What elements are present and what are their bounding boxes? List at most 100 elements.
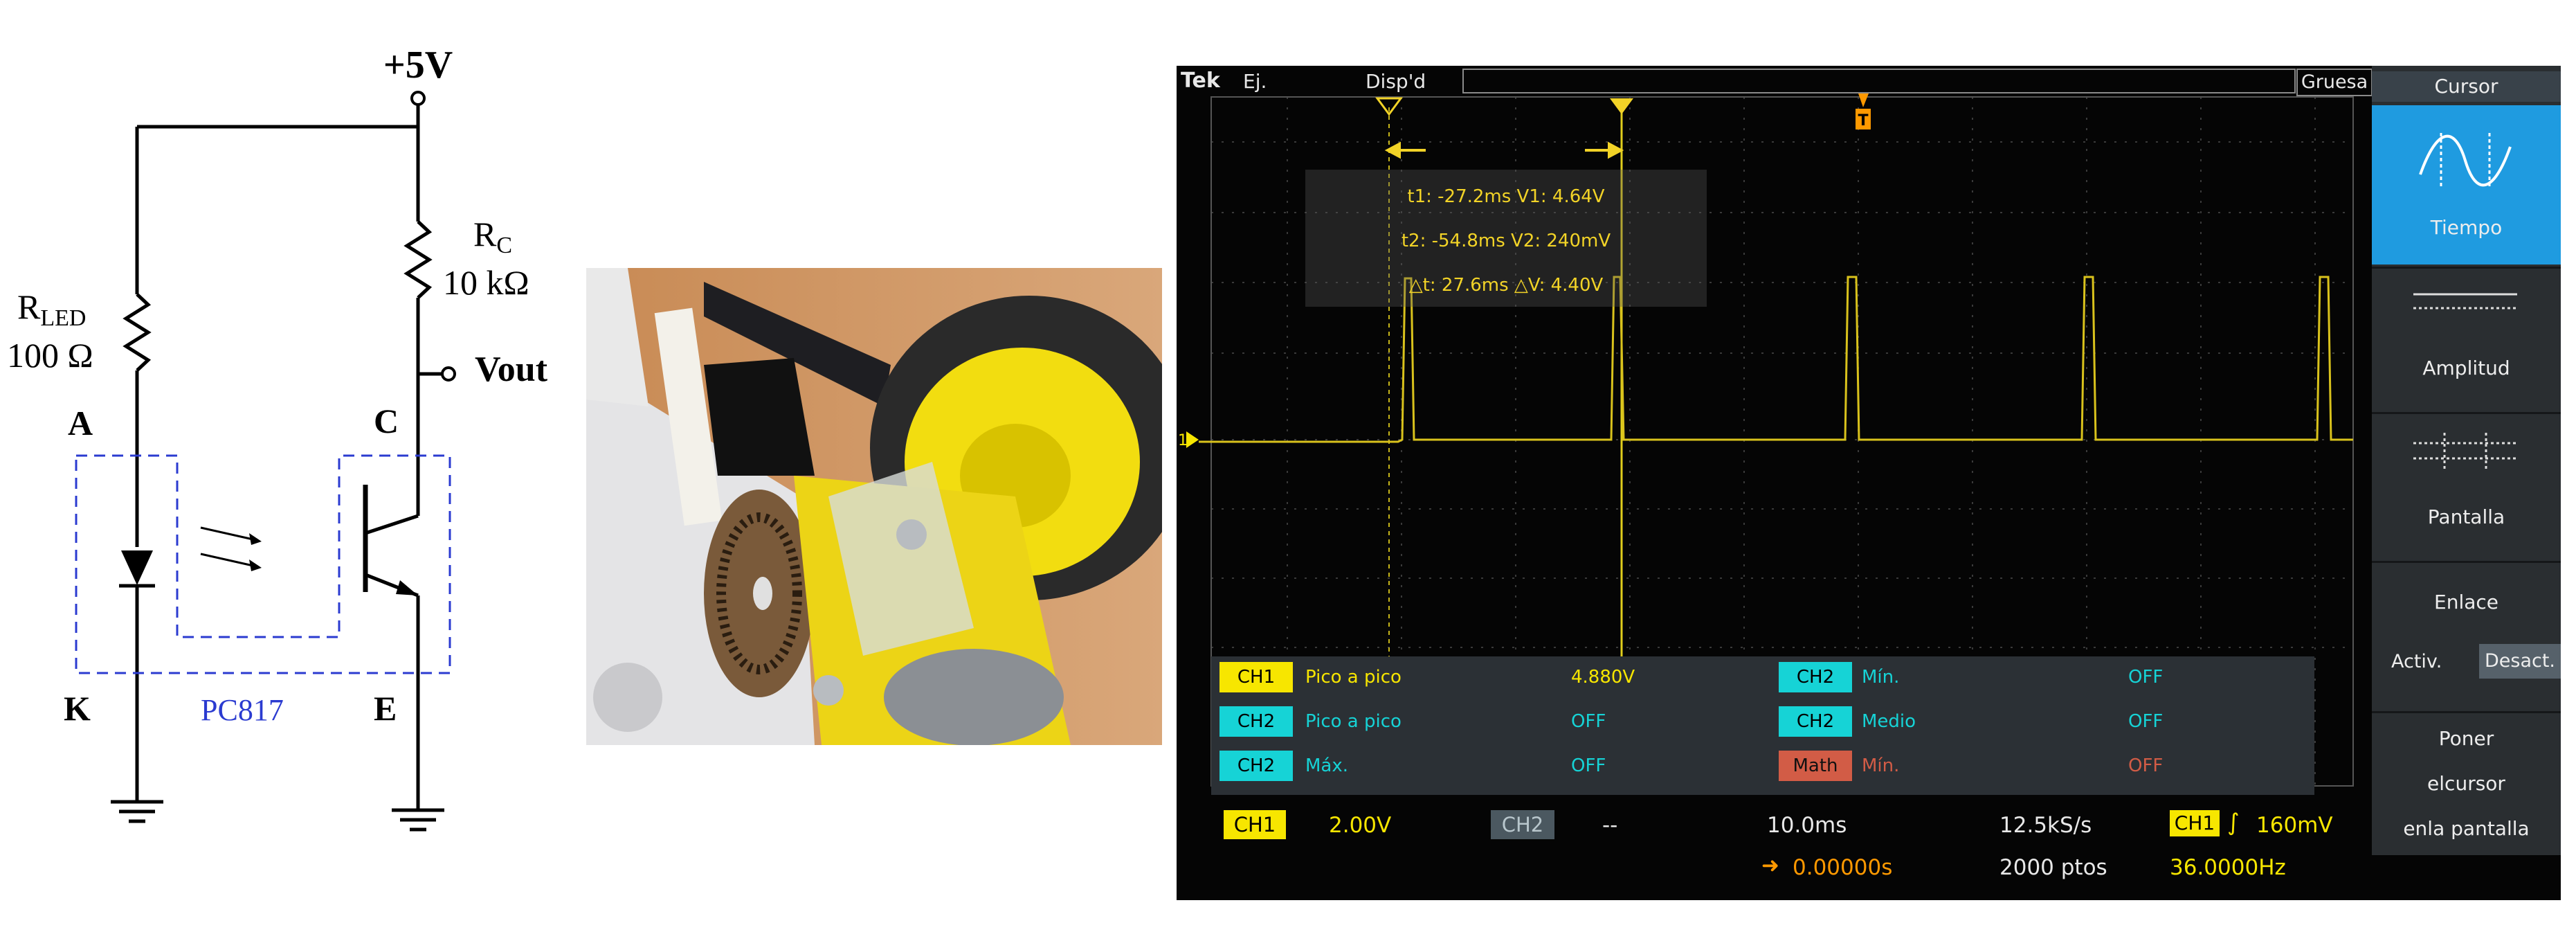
cursor-readout-panel: t1: -27.2ms V1: 4.64V t2: -54.8ms V2: 24… (1305, 170, 1707, 307)
meas-5-label: Medio (1862, 711, 1916, 732)
coarse-mode-button[interactable]: Gruesa (2296, 69, 2373, 96)
screw-top (896, 519, 927, 550)
light-arrow-2 (200, 553, 257, 568)
screw-bottom (813, 675, 844, 706)
vout-terminal (441, 366, 456, 382)
cursor-t2-marker[interactable] (1375, 97, 1403, 116)
meas-5-value: OFF (2128, 711, 2164, 732)
meas-6-badge[interactable]: Math (1779, 751, 1852, 781)
encoder-hub (753, 577, 772, 610)
cursor-t1-marker[interactable] (1610, 98, 1633, 114)
menu-separator (2372, 711, 2561, 713)
menu-poner-line2[interactable]: elcursor (2427, 772, 2505, 795)
rled-value: 100 Ω (7, 336, 93, 375)
collector-lead (365, 514, 419, 535)
trigger-position: 0.00000s (1793, 855, 1893, 880)
trigger-level: 160mV (2256, 813, 2333, 838)
menu-poner-line1[interactable]: Poner (2438, 727, 2494, 750)
chassis-hole (593, 663, 662, 732)
led-diode-symbol (121, 550, 153, 585)
meas-3-label: Máx. (1305, 755, 1349, 776)
graticule: T 1 (1178, 93, 2354, 787)
link-desact-option[interactable]: Desact. (2479, 644, 2561, 679)
cursor-readout-line2: t2: -54.8ms V2: 240mV (1401, 231, 1611, 251)
rled-label: RLED (17, 287, 86, 331)
menu-item-tiempo-label: Tiempo (2430, 216, 2503, 239)
meas-4-label: Mín. (1862, 667, 1900, 688)
screen-cursor-icon (2413, 433, 2517, 469)
menu-item-pantalla[interactable]: Pantalla (2427, 505, 2505, 528)
ch1-ground-marker[interactable] (1186, 431, 1199, 448)
meas-6-label: Mín. (1862, 755, 1900, 776)
meas-1-label: Pico a pico (1305, 667, 1402, 688)
ch1-scale: 2.00V (1329, 813, 1392, 838)
cursor-readout-line1: t1: -27.2ms V1: 4.64V (1407, 186, 1605, 207)
meas-1-value: 4.880V (1571, 667, 1635, 688)
rc-label: RC (473, 215, 512, 258)
meas-6-value: OFF (2128, 755, 2164, 776)
ch2-button[interactable]: CH2 (1491, 810, 1554, 839)
meas-3-value: OFF (1571, 755, 1606, 776)
trigger-t-marker (1856, 109, 1871, 129)
meas-5-badge[interactable]: CH2 (1779, 706, 1852, 737)
menu-item-tiempo[interactable]: Tiempo (2372, 105, 2561, 265)
menu-title: Cursor (2372, 71, 2561, 102)
meas-2-value: OFF (1571, 711, 1606, 732)
menu-separator (2372, 412, 2561, 414)
record-length-bar[interactable] (1462, 69, 2296, 93)
ch2-scale: -- (1602, 813, 1618, 838)
trigger-t-label: T (1858, 112, 1868, 129)
trigger-source-button[interactable]: CH1 (2170, 810, 2220, 836)
cursor-side-menu: Cursor Tiempo Amplitud Pantalla Enlace A… (2372, 66, 2561, 855)
meas-3-badge[interactable]: CH2 (1219, 751, 1293, 781)
light-arrowhead-2 (249, 559, 262, 571)
white-part-left (586, 268, 648, 406)
cursor-span-arrows (1384, 141, 1624, 159)
meas-4-value: OFF (2128, 667, 2164, 688)
optocoupler-circuit-diagram: +5V RLED 100 Ω RC 10 kΩ Vout A K C E PC8… (7, 44, 548, 832)
standoff-post (654, 307, 723, 526)
menu-poner-line3[interactable]: enla pantalla (2403, 817, 2530, 840)
motor-can (884, 649, 1064, 745)
trigger-pos-marker (1858, 93, 1869, 107)
menu-separator (2372, 561, 2561, 563)
node-a-label: A (68, 404, 93, 442)
link-activ-option[interactable]: Activ. (2391, 651, 2442, 672)
cursor-readout-line3: △t: 27.6ms △V: 4.40V (1408, 275, 1604, 296)
sensor-board (704, 282, 891, 406)
light-arrowhead-1 (249, 533, 262, 545)
menu-item-enlace: Enlace (2434, 591, 2498, 613)
timebase: 10.0ms (1767, 813, 1847, 838)
encoder-photo (586, 268, 1162, 745)
meas-1-badge[interactable]: CH1 (1219, 662, 1293, 692)
pc817-label: PC817 (201, 693, 284, 727)
encoder-slots (716, 512, 802, 674)
light-arrow-1 (200, 526, 257, 541)
record-points: 2000 ptos (1999, 855, 2107, 880)
rc-value: 10 kΩ (443, 263, 529, 302)
ch1-marker-label: 1 (1178, 432, 1188, 449)
emitter-arrowhead (396, 580, 418, 595)
meas-4-badge[interactable]: CH2 (1779, 662, 1852, 692)
meas-2-badge[interactable]: CH2 (1219, 706, 1293, 737)
menu-item-amplitud[interactable]: Amplitud (2422, 357, 2510, 379)
amplitude-cursor-icon (2413, 293, 2517, 310)
ch1-waveform (1199, 276, 2353, 443)
supply-label: +5V (383, 44, 453, 87)
measurements-panel: CH1 Pico a pico 4.880V CH2 Pico a pico O… (1211, 656, 2314, 795)
sample-rate: 12.5kS/s (1999, 813, 2092, 838)
node-e-label: E (374, 689, 397, 728)
supply-terminal (410, 91, 426, 106)
clear-bracket (828, 462, 974, 656)
display-mode-label: Disp'd (1366, 70, 1426, 93)
rled-resistor (123, 293, 152, 372)
brand-label: Tek (1181, 69, 1220, 93)
rising-edge-icon: ∫ (2227, 809, 2240, 836)
time-cursor-icon (2419, 133, 2512, 188)
scope-status-bar: CH1 2.00V CH2 -- 10.0ms ➜ 0.00000s 12.5k… (1177, 803, 2370, 900)
vout-label: Vout (475, 350, 548, 389)
meas-2-label: Pico a pico (1305, 711, 1402, 732)
trigger-position-icon: ➜ (1761, 853, 1779, 878)
oscilloscope-screen: Tek Ej. Disp'd Gruesa T (1177, 66, 2561, 900)
ch1-button[interactable]: CH1 (1224, 810, 1286, 839)
